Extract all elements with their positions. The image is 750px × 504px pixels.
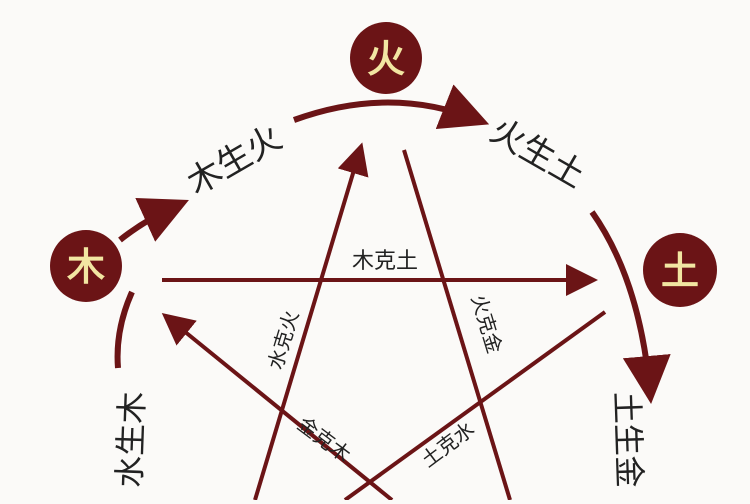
label-metal-controls-wood: 金克木	[293, 412, 355, 467]
label-wood-generates-fire: 木生火	[180, 118, 288, 204]
node-earth: 土	[643, 233, 717, 307]
line-metal-controls-wood	[161, 312, 394, 502]
arc-water-to-wood	[114, 290, 135, 369]
arc-fire-to-earth	[292, 84, 490, 130]
node-fire-label: 火	[367, 37, 405, 81]
line-fire-controls-metal	[402, 149, 512, 501]
arc-wood-to-fire	[118, 198, 189, 243]
label-water-generates-wood: 水生木	[110, 391, 151, 488]
node-wood: 木	[50, 230, 122, 302]
line-water-controls-fire	[253, 142, 369, 501]
label-fire-generates-earth: 火生土	[483, 111, 591, 197]
arc-earth-to-metal	[589, 210, 671, 404]
node-earth-label: 土	[661, 249, 699, 293]
label-wood-controls-earth: 木克土	[352, 249, 418, 274]
node-wood-label: 木	[67, 245, 105, 289]
node-fire: 火	[350, 22, 422, 94]
line-earth-controls-water	[343, 310, 607, 502]
label-earth-generates-metal: 土生金	[607, 391, 648, 488]
label-fire-controls-metal: 火克金	[466, 292, 506, 356]
